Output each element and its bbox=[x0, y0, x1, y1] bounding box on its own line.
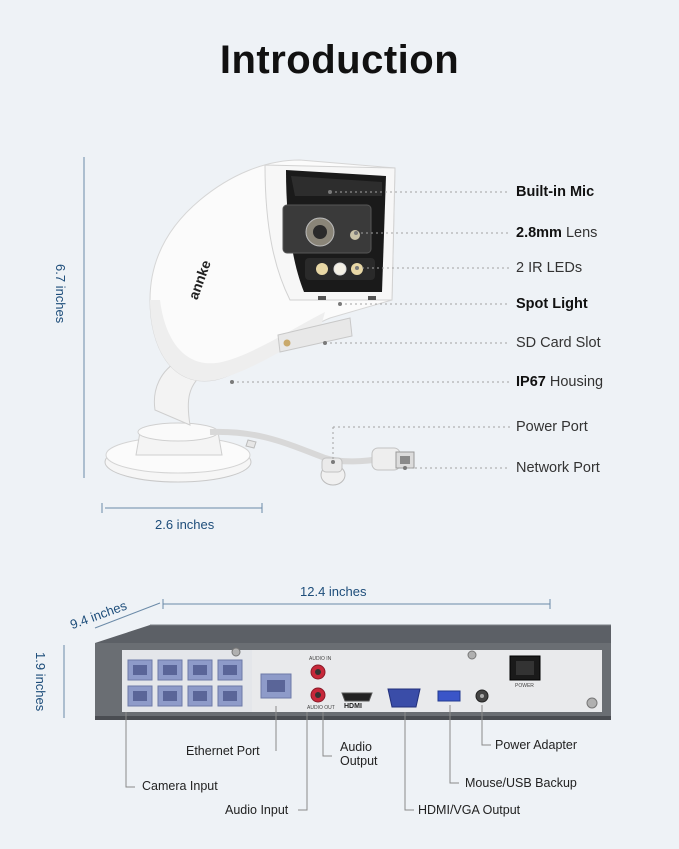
page-title: Introduction bbox=[219, 38, 460, 82]
audio-out-text: AUDIO OUT bbox=[307, 705, 335, 711]
label-sd-card-slot: SD Card Slot bbox=[516, 335, 601, 351]
label-ethernet-port: Ethernet Port bbox=[186, 744, 260, 758]
camera-width-dimension: 2.6 inches bbox=[155, 517, 215, 532]
audio-in-text: AUDIO IN bbox=[309, 656, 332, 662]
label-power-adapter: Power Adapter bbox=[495, 738, 577, 752]
label-camera-input: Camera Input bbox=[142, 779, 218, 793]
label-mouse-usb-backup: Mouse/USB Backup bbox=[465, 776, 577, 790]
label-lens: 2.8mm Lens bbox=[516, 225, 598, 241]
label-audio-input: Audio Input bbox=[225, 803, 289, 817]
label-built-in-mic: Built-in Mic bbox=[516, 184, 595, 200]
nvr-height-dimension: 1.9 inches bbox=[33, 652, 48, 712]
label-ir-leds: 2 IR LEDs bbox=[516, 260, 583, 276]
label-ip67-housing: IP67 Housing bbox=[516, 374, 604, 390]
label-spot-light: Spot Light bbox=[516, 296, 588, 312]
label-network-port: Network Port bbox=[516, 460, 600, 476]
label-power-port: Power Port bbox=[516, 419, 588, 435]
power-switch-text: POWER bbox=[515, 683, 534, 689]
nvr-width-dimension: 12.4 inches bbox=[300, 584, 367, 599]
label-hdmi-vga-output: HDMI/VGA Output bbox=[418, 803, 521, 817]
hdmi-port-text: HDMI bbox=[344, 703, 362, 710]
